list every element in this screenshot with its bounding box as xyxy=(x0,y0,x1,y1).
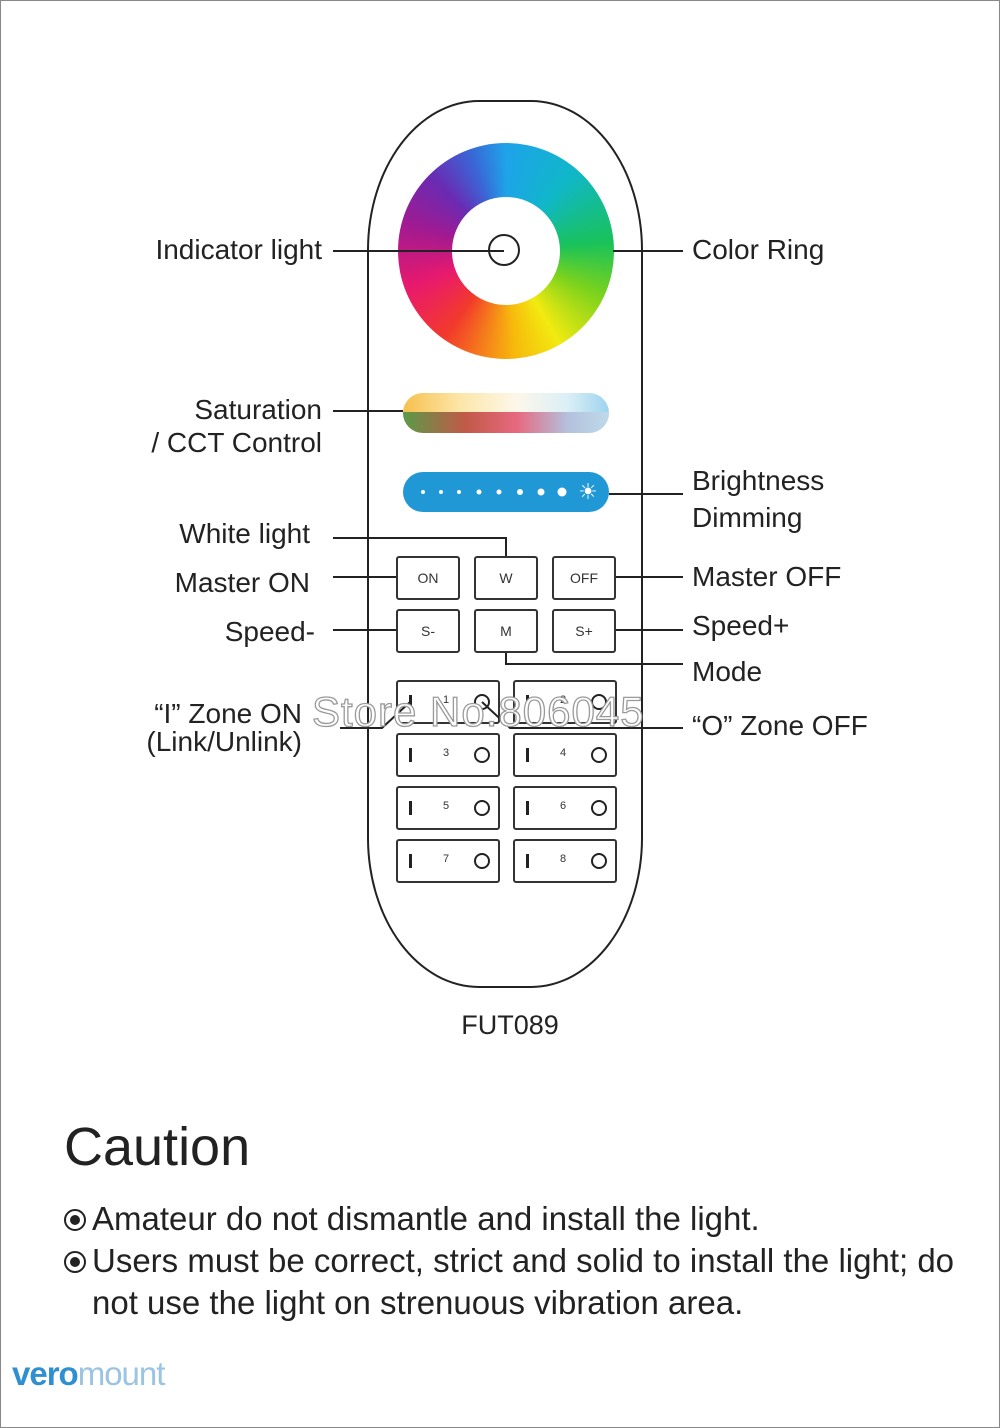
label-zone-on: “I” Zone ON xyxy=(154,698,302,729)
zone-off-icon xyxy=(474,747,490,763)
zone-number: 3 xyxy=(442,747,450,759)
zone-off-icon xyxy=(591,694,607,710)
zone-on-icon xyxy=(526,854,529,868)
zone-off-icon xyxy=(474,853,490,869)
bullet-icon xyxy=(64,1209,86,1231)
zone-button-7[interactable]: 7 xyxy=(396,839,500,883)
zone-number: 8 xyxy=(559,853,567,865)
label-dimming: Dimming xyxy=(692,502,803,533)
zone-number: 1 xyxy=(442,694,450,706)
zone-number: 2 xyxy=(559,694,567,706)
zone-off-icon xyxy=(591,747,607,763)
brand-logo: veromount xyxy=(12,1355,166,1393)
label-speed-minus: Speed- xyxy=(224,616,315,647)
speed-plus-button[interactable]: S+ xyxy=(552,609,616,653)
brightness-dot xyxy=(496,489,502,495)
label-cct-control: / CCT Control xyxy=(151,427,322,458)
master-off-button[interactable]: OFF xyxy=(552,556,616,600)
saturation-cct-slider[interactable] xyxy=(403,393,609,433)
label-master-off: Master OFF xyxy=(692,561,842,592)
brightness-dot xyxy=(439,490,443,494)
label-brightness: Brightness xyxy=(692,465,825,496)
caution-title: Caution xyxy=(64,1117,251,1177)
brightness-dot xyxy=(557,487,567,497)
zone-off-icon xyxy=(474,694,490,710)
logo-part-mount: mount xyxy=(77,1355,166,1392)
brightness-dot xyxy=(457,490,461,494)
zone-on-icon xyxy=(526,695,529,709)
brightness-slider[interactable]: ☀ xyxy=(403,472,609,512)
zone-button-6[interactable]: 6 xyxy=(513,786,617,830)
label-indicator-light: Indicator light xyxy=(155,234,322,265)
zone-number: 5 xyxy=(442,800,450,812)
zone-on-icon xyxy=(409,854,412,868)
zone-off-icon xyxy=(591,853,607,869)
brightness-dot xyxy=(517,489,523,495)
bullet-icon xyxy=(64,1251,86,1273)
model-name: FUT089 xyxy=(461,1010,559,1040)
white-light-button[interactable]: W xyxy=(474,556,538,600)
brightness-dot xyxy=(537,488,545,496)
mode-button[interactable]: M xyxy=(474,609,538,653)
store-watermark: Store No.806045 xyxy=(311,687,645,735)
zone-on-icon xyxy=(409,801,412,815)
caution-text: Amateur do not dismantle and install the… xyxy=(92,1200,760,1237)
label-master-on: Master ON xyxy=(174,567,310,598)
zone-on-icon xyxy=(526,748,529,762)
brightness-dot xyxy=(476,489,482,495)
sun-icon: ☀ xyxy=(578,479,598,504)
label-speed-plus: Speed+ xyxy=(692,610,790,641)
zone-button-5[interactable]: 5 xyxy=(396,786,500,830)
zone-off-icon xyxy=(591,800,607,816)
zone-button-3[interactable]: 3 xyxy=(396,733,500,777)
label-color-ring: Color Ring xyxy=(692,234,825,265)
brightness-dot xyxy=(421,490,425,494)
zone-button-2[interactable]: 2 xyxy=(513,680,617,724)
zone-on-icon xyxy=(409,748,412,762)
zone-number: 4 xyxy=(559,747,567,759)
speed-minus-button[interactable]: S- xyxy=(396,609,460,653)
zone-button-8[interactable]: 8 xyxy=(513,839,617,883)
master-on-button[interactable]: ON xyxy=(396,556,460,600)
zone-button-4[interactable]: 4 xyxy=(513,733,617,777)
zone-on-icon xyxy=(409,695,412,709)
label-white-light: White light xyxy=(179,518,310,549)
caution-text: Users must be correct, strict and solid … xyxy=(92,1242,955,1321)
zone-number: 7 xyxy=(442,853,450,865)
label-saturation: Saturation xyxy=(194,394,322,425)
zone-on-icon xyxy=(526,801,529,815)
zone-number: 6 xyxy=(559,800,567,812)
logo-part-vero: vero xyxy=(12,1355,79,1392)
zone-off-icon xyxy=(474,800,490,816)
label-mode: Mode xyxy=(692,656,763,687)
label-zone-off: “O” Zone OFF xyxy=(692,710,868,741)
label-link-unlink: (Link/Unlink) xyxy=(146,726,302,757)
